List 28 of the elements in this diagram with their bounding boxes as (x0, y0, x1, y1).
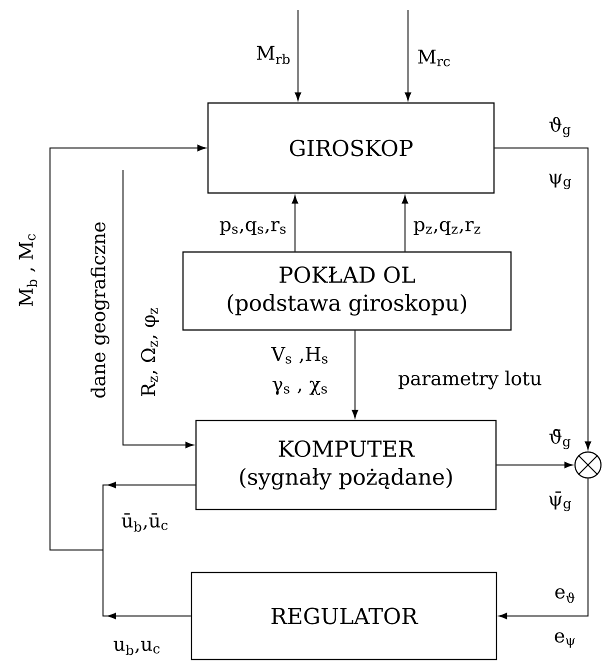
edge-label: e$_{ϑ}$ e$_{ψ}$ (554, 588, 575, 648)
process-box: POKŁAD OL (podstawa giroskopu) (182, 251, 512, 331)
signal-label: M$_{b}$ , M$_{c}$ (18, 234, 38, 306)
signal-label: R$_{z}$, Ω$_{z}$, φ$_{z}$ (140, 308, 160, 396)
edge-label: u$_{b}$,u$_{c}$ (114, 640, 160, 656)
process-box: KOMPUTER (sygnały pożądane) (195, 420, 497, 510)
arrow (402, 195, 408, 252)
arrow (498, 478, 588, 620)
arrow (292, 195, 298, 252)
edge-label: M$_{rc}$ (418, 50, 450, 66)
process-box: GIROSKOP (207, 102, 495, 194)
summing-junction (574, 451, 602, 479)
edge-label: ϑ̄$_{g}$ ψ̄$_{g}$ (549, 428, 572, 512)
signal-label: parametry lotu (398, 370, 542, 390)
edge-label: p$_{s}$,q$_{s}$,r$_{s}$ (220, 220, 286, 236)
arrow (352, 330, 358, 418)
edge-label: ū$_{b}$,ū$_{c}$ (122, 513, 168, 532)
process-box: REGULATOR (190, 572, 498, 660)
arrow (294, 10, 302, 101)
edge-label: ϑ$_{g}$ ψ$_{g}$ (549, 116, 572, 190)
edge-label: M$_{rb}$ (256, 46, 290, 64)
edge-label: V$_{s}$ ,H$_{s}$ γ$_{s}$ , χ$_{s}$ (271, 346, 328, 396)
arrow (494, 148, 592, 450)
edge-label: dane geograficzne (90, 222, 110, 398)
arrow (122, 170, 194, 448)
arrow (404, 10, 412, 101)
arrow (496, 462, 573, 468)
edge-label: p$_{z}$,q$_{z}$,r$_{z}$ (414, 220, 480, 236)
